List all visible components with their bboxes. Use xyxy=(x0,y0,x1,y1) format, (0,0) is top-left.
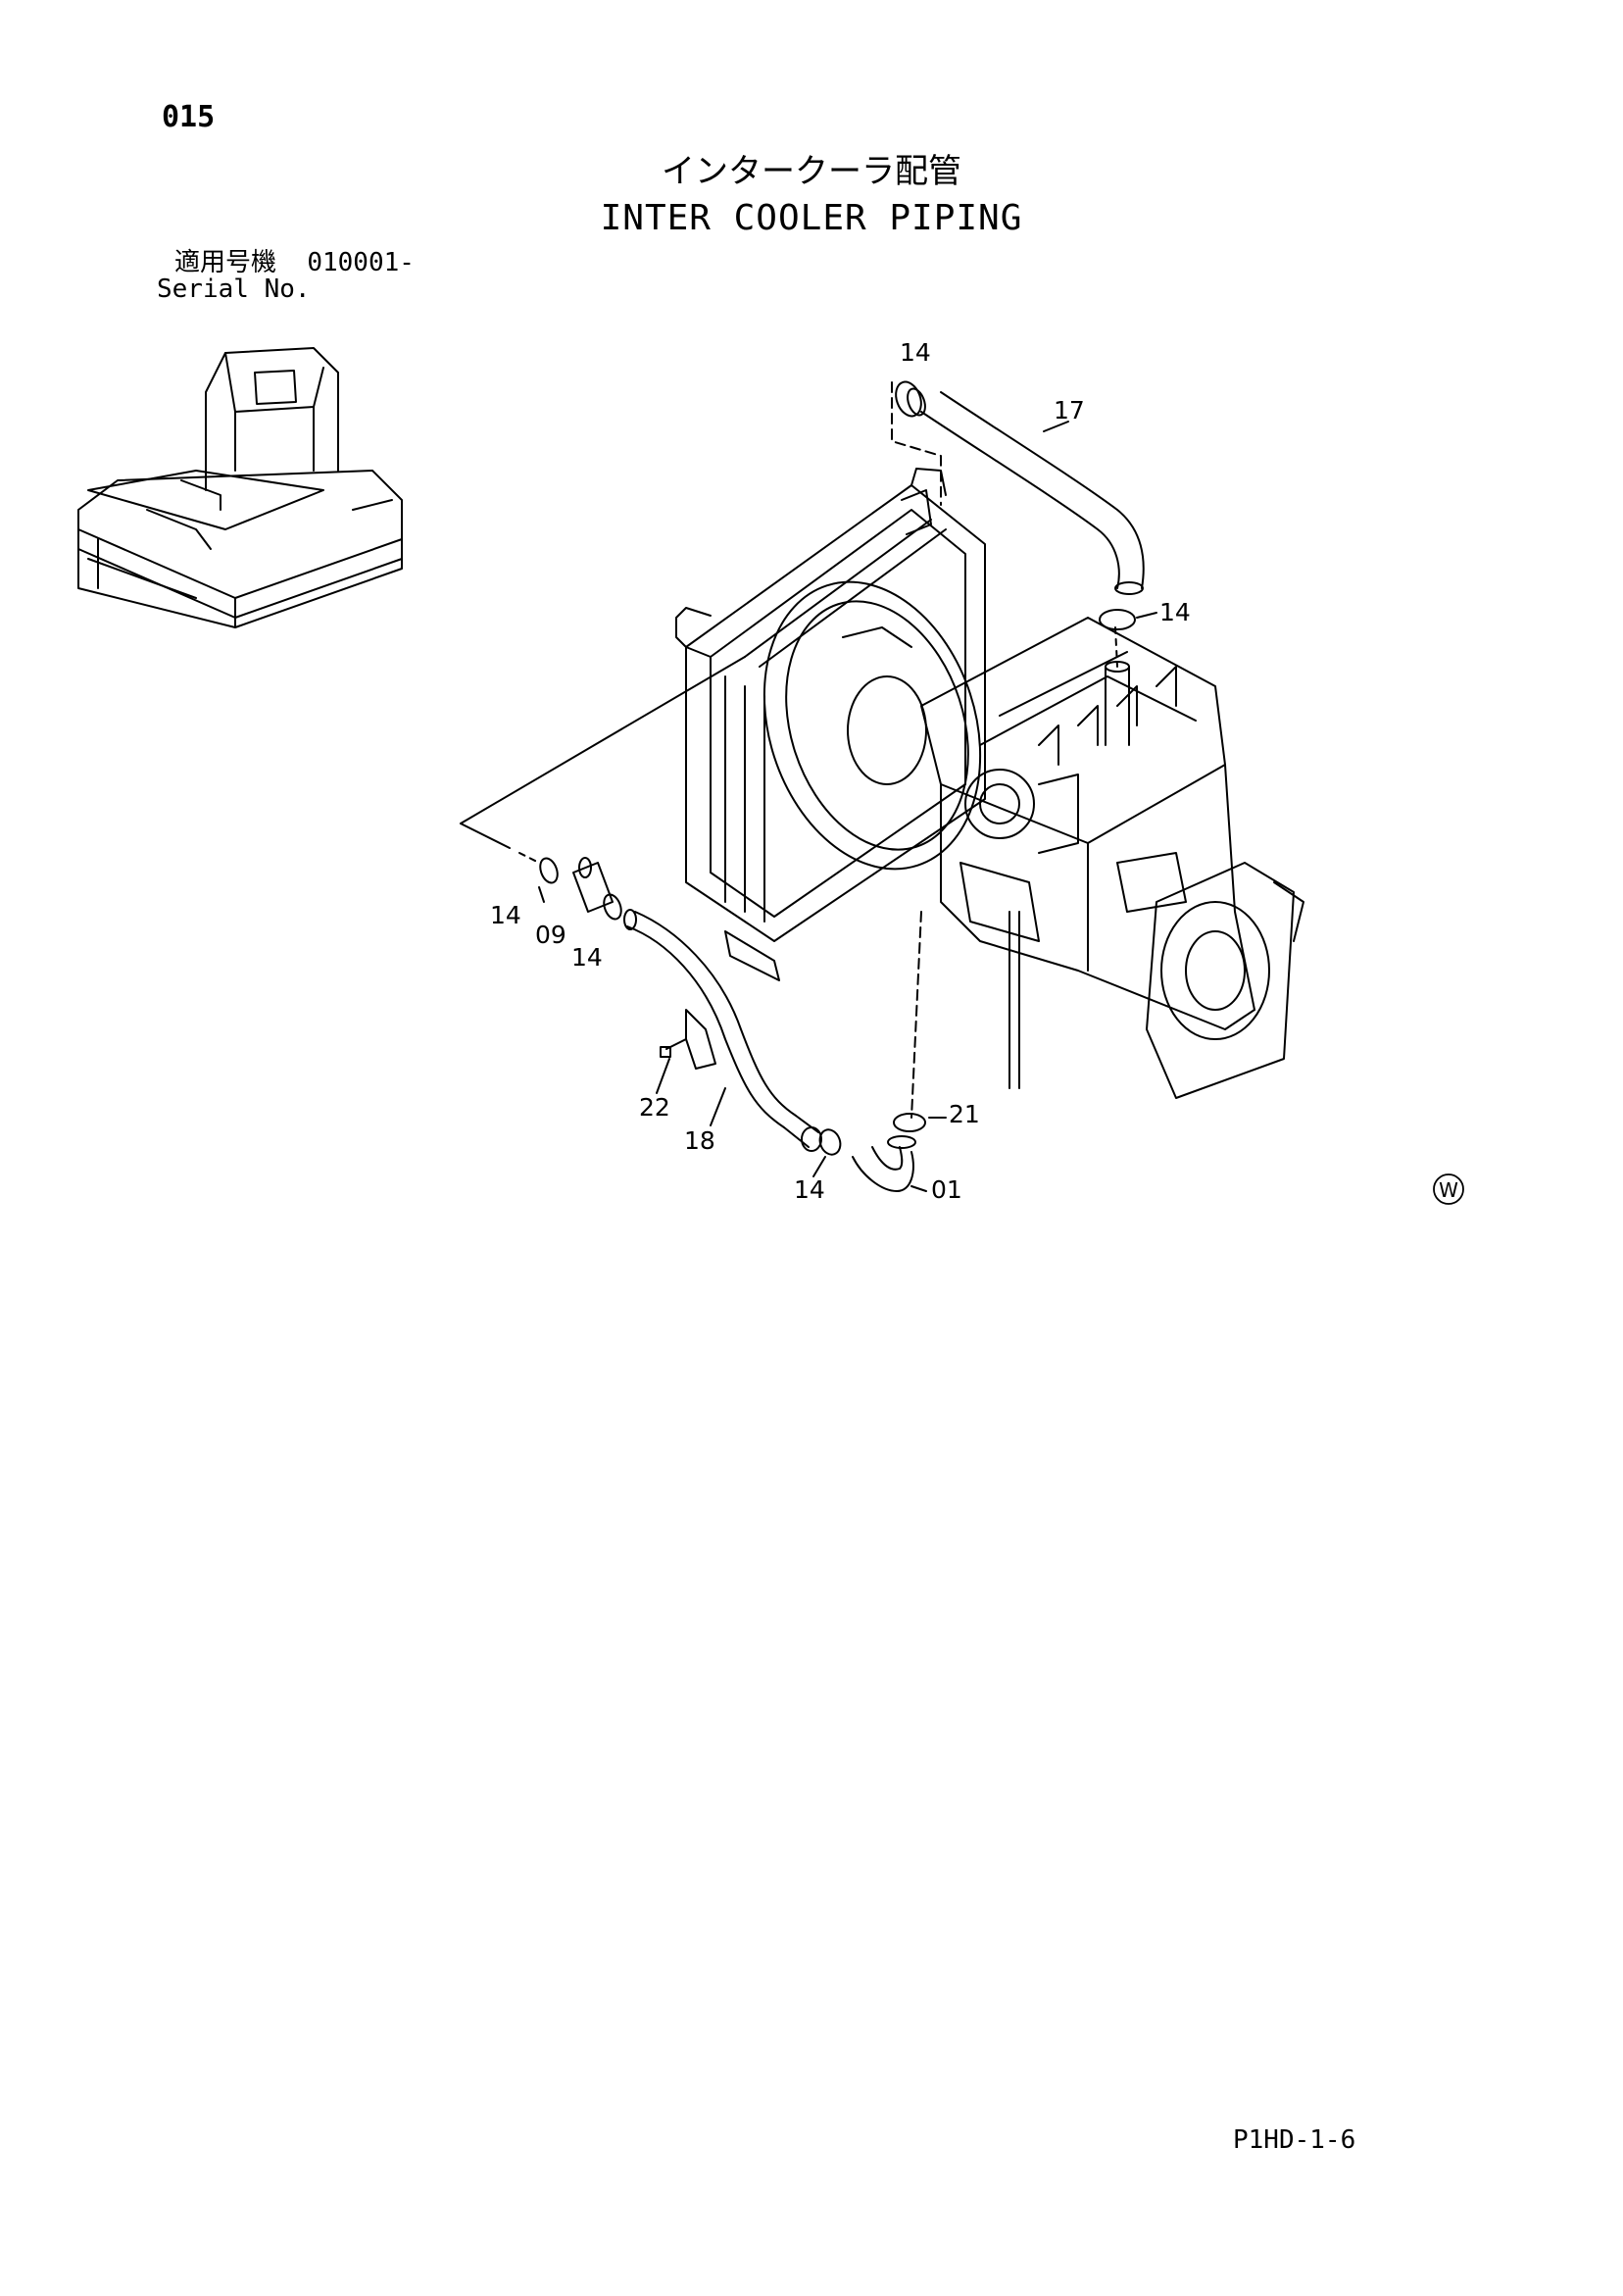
circled-w-mark: W xyxy=(1433,1173,1464,1205)
serial-label: Serial No. xyxy=(157,275,311,304)
leader-lines xyxy=(460,381,1118,1119)
serial-value: 010001- xyxy=(307,248,415,277)
callout-14-top: 14 xyxy=(900,338,931,367)
clamp-left xyxy=(539,857,559,884)
intake-pipe xyxy=(1105,661,1130,746)
page-number: 015 xyxy=(162,100,216,134)
callout-14-right: 14 xyxy=(1159,598,1191,626)
clamp-bottom xyxy=(818,1128,842,1156)
radiator-assembly xyxy=(675,468,986,981)
hose-01 xyxy=(852,1135,916,1192)
callout-09: 09 xyxy=(535,921,566,949)
document-code: P1HD-1-6 xyxy=(1233,2125,1356,2155)
pipe-18 xyxy=(623,909,822,1152)
serial-label-jp-text: 適用号機 xyxy=(174,248,277,277)
clamp-upper-right xyxy=(1099,609,1136,630)
callout-14-mid: 14 xyxy=(571,943,603,972)
page-title: INTER COOLER PIPING xyxy=(600,198,1023,238)
callout-01: 01 xyxy=(931,1175,962,1204)
clamp-mid xyxy=(603,893,622,921)
engine-assembly xyxy=(920,617,1255,1089)
callout-21: 21 xyxy=(949,1100,980,1128)
pipe-17 xyxy=(920,391,1145,595)
callout-22: 22 xyxy=(639,1093,670,1122)
mark-letter: W xyxy=(1439,1178,1458,1202)
callout-17: 17 xyxy=(1054,396,1085,424)
clamp-top xyxy=(895,380,926,418)
hose-09 xyxy=(572,857,614,913)
flywheel-housing xyxy=(1146,862,1304,1099)
callout-18: 18 xyxy=(684,1126,715,1155)
serial-label-japanese: 適用号機 010001- xyxy=(174,250,415,275)
machine-overview-icon xyxy=(77,347,403,628)
bolt-22 xyxy=(660,1038,687,1058)
callout-leaders xyxy=(538,421,1157,1192)
callout-14-bottom: 14 xyxy=(794,1175,825,1204)
page-title-japanese: インタークーラ配管 xyxy=(662,152,961,191)
clamp-21 xyxy=(893,1113,926,1132)
callout-14-left: 14 xyxy=(490,901,521,929)
fan-shroud xyxy=(762,580,982,871)
